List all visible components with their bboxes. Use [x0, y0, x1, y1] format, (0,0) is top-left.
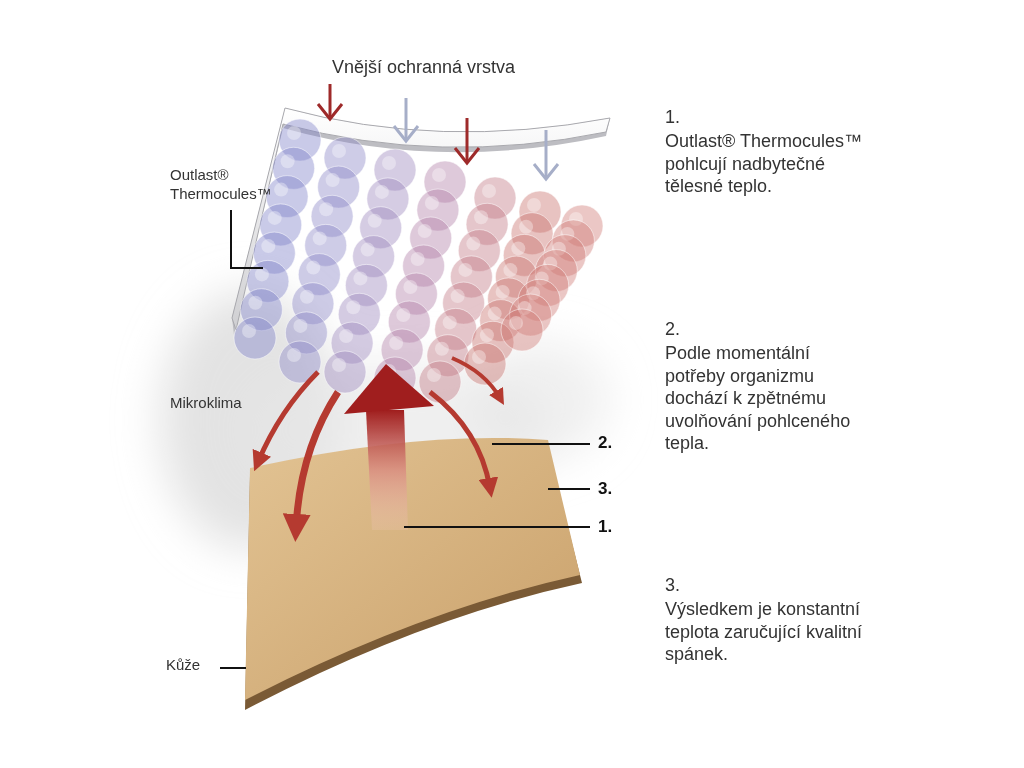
- callout-number: 1.: [598, 516, 638, 537]
- thermocule-highlight: [472, 350, 486, 364]
- heat-release-arrows: [258, 358, 500, 528]
- callout-number: 2.: [598, 432, 638, 453]
- thermocule-highlight: [403, 280, 417, 294]
- callout-number: 3.: [598, 478, 638, 499]
- thermocule-highlight: [443, 315, 457, 329]
- thermocule-highlight: [482, 184, 496, 198]
- thermocule-highlight: [261, 239, 275, 253]
- thermocule-highlight: [313, 231, 327, 245]
- thermocule-highlight: [268, 211, 282, 225]
- thermocule-highlight: [427, 368, 441, 382]
- thermocule-highlight: [300, 290, 314, 304]
- thermocule: [234, 317, 276, 359]
- thermocule-highlight: [274, 183, 288, 197]
- thermocule-highlight: [346, 300, 360, 314]
- thermocule-highlight: [458, 263, 472, 277]
- thermocule-balls: [234, 119, 603, 403]
- thermocule-highlight: [248, 296, 262, 310]
- incoming-arrows: [318, 84, 558, 179]
- thermocule-highlight: [435, 342, 449, 356]
- thermocule-highlight: [287, 348, 301, 362]
- thermocule-highlight: [255, 267, 269, 281]
- part-label: Mikroklima: [170, 394, 290, 413]
- thermocule-highlight: [339, 329, 353, 343]
- thermocule-highlight: [361, 243, 375, 257]
- thermocule-highlight: [451, 289, 465, 303]
- part-label: Outlast® Thermocules™: [170, 166, 280, 204]
- thermocule-highlight: [509, 316, 523, 330]
- thermocule-highlight: [332, 358, 346, 372]
- thermocule-highlight: [425, 196, 439, 210]
- part-label: Kůže: [166, 656, 226, 675]
- step-text: Podle momentální potřeby organizmu dochá…: [665, 342, 870, 455]
- warm-arrow: [318, 84, 342, 119]
- thermocule-highlight: [511, 241, 525, 255]
- thermocule: [419, 361, 461, 403]
- heat-up-arrow: [344, 364, 434, 530]
- thermocule-highlight: [353, 271, 367, 285]
- thermocule-highlight: [411, 252, 425, 266]
- thermocule-highlight: [242, 324, 256, 338]
- step-text: Výsledkem je konstantní teplota zaručují…: [665, 598, 870, 666]
- cool-arrow: [394, 98, 418, 141]
- thermocule-highlight: [466, 237, 480, 251]
- thermocule-highlight: [396, 308, 410, 322]
- thermocule-highlight: [281, 154, 295, 168]
- thermocule-highlight: [389, 336, 403, 350]
- thermocule-highlight: [332, 144, 346, 158]
- thermocule: [324, 351, 366, 393]
- thermocule-highlight: [326, 173, 340, 187]
- thermocule-highlight: [382, 156, 396, 170]
- skin-layer: [245, 438, 582, 710]
- thermocule: [501, 309, 543, 351]
- thermocule-highlight: [368, 214, 382, 228]
- step-number: 1.: [665, 106, 725, 129]
- outer-sheet: [232, 108, 610, 335]
- thermocule-highlight: [527, 198, 541, 212]
- step-number: 2.: [665, 318, 725, 341]
- thermocule-highlight: [306, 261, 320, 275]
- thermocule-highlight: [418, 224, 432, 238]
- layer-label: Vnější ochranná vrstva: [332, 56, 592, 79]
- leader-lines: [220, 210, 590, 668]
- thermocule-highlight: [474, 210, 488, 224]
- thermocule-highlight: [293, 319, 307, 333]
- thermocule-highlight: [287, 126, 301, 140]
- step-number: 3.: [665, 574, 725, 597]
- thermocule-highlight: [503, 263, 517, 277]
- thermocule-highlight: [496, 285, 510, 299]
- warm-arrow: [455, 118, 479, 163]
- thermocule-highlight: [519, 220, 533, 234]
- thermocule-highlight: [480, 328, 494, 342]
- thermocule-highlight: [432, 168, 446, 182]
- cool-arrow: [534, 130, 558, 179]
- thermocule-highlight: [319, 202, 333, 216]
- thermocule-highlight: [375, 185, 389, 199]
- step-text: Outlast® Thermocules™ pohlcují nadbytečn…: [665, 130, 870, 198]
- thermocule-highlight: [488, 307, 502, 321]
